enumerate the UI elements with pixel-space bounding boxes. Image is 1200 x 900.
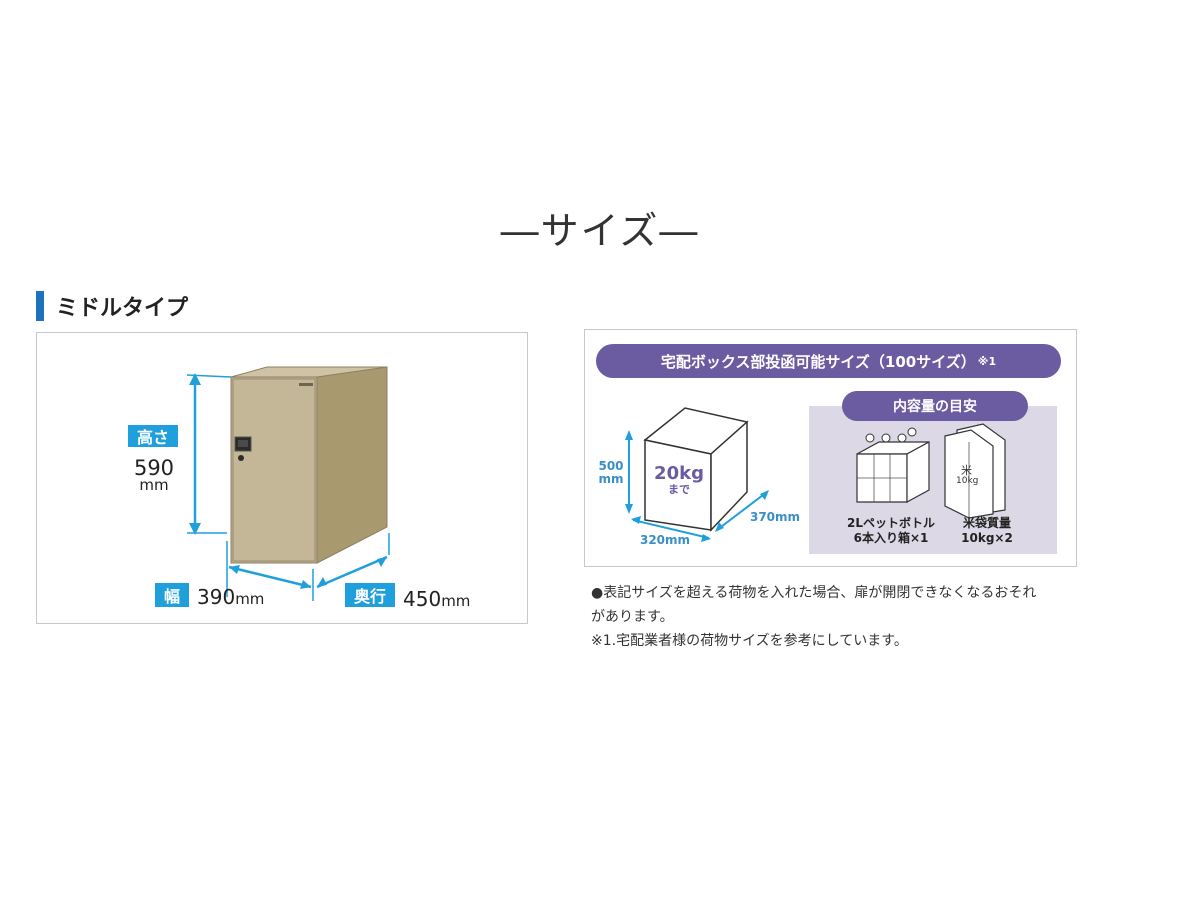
box-side-face <box>316 366 388 564</box>
depth-arrow <box>316 555 388 589</box>
parcel-depth-label: 370mm <box>749 510 801 524</box>
parcel-width-label: 320mm <box>639 533 691 547</box>
lock-dial-icon <box>238 455 244 461</box>
height-tag: 高さ <box>128 425 178 447</box>
control-screen <box>238 440 248 447</box>
capacity-guide-title-pill: 内容量の目安 <box>842 391 1028 421</box>
section-heading: ミドルタイプ <box>36 290 188 322</box>
depth-tag: 奥行 <box>345 583 395 607</box>
capacity-panel: 宅配ボックス部投函可能サイズ（100サイズ）※1 内容量の目安 <box>584 329 1077 567</box>
parcel-width-arrow <box>632 519 710 539</box>
brand-plate <box>299 383 313 386</box>
depth-value: 450mm <box>403 587 471 611</box>
rice-bag-weight-mark: 10kg <box>956 476 979 486</box>
rice-bag-icon <box>944 423 1006 519</box>
capacity-title-pill: 宅配ボックス部投函可能サイズ（100サイズ）※1 <box>596 344 1061 378</box>
note-line-1: ●表記サイズを超える荷物を入れた場合、扉が開閉できなくなるおそれ <box>591 585 1037 601</box>
note-line-3: ※1.宅配業者様の荷物サイズを参考にしています。 <box>591 633 908 649</box>
heading-accent-bar <box>36 291 44 321</box>
page-title: ―サイズ― <box>500 209 700 253</box>
capacity-illustration <box>625 407 1006 542</box>
height-value: 590 mm <box>133 456 175 494</box>
rice-bag-mark: 米 <box>961 464 972 477</box>
parcel-side-face <box>710 420 748 532</box>
door-frame <box>232 378 316 562</box>
parcel-weight-label: 20kg まで <box>654 463 704 496</box>
product-dimension-panel: 高さ 590 mm 幅 390mm 奥行 450mm <box>36 332 528 624</box>
product-illustration <box>186 366 390 601</box>
note-line-2: があります。 <box>591 609 674 625</box>
bottle-capacity-label: 2Lペットボトル 6本入り箱×1 <box>847 516 935 545</box>
section-heading-text: ミドルタイプ <box>56 296 189 321</box>
capacity-guide-panel <box>809 406 1057 554</box>
parcel-depth-arrow <box>716 491 768 531</box>
width-tag: 幅 <box>155 583 189 607</box>
width-arrow <box>228 565 312 589</box>
rice-capacity-label: 米袋質量 10kg×2 <box>961 516 1013 545</box>
width-value: 390mm <box>197 585 265 609</box>
bottle-crate-icon <box>856 427 930 504</box>
